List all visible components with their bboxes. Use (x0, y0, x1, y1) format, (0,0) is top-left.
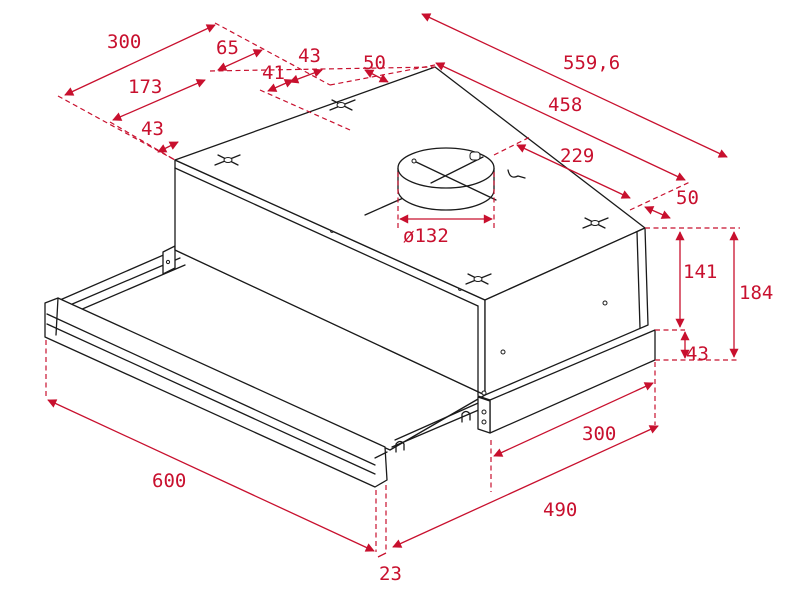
dim-label-outlet-diameter: ø132 (403, 225, 449, 247)
dim-label-50-left: 50 (363, 52, 386, 74)
dim-label-23: 23 (379, 563, 402, 585)
dimension-labels: 300 65 43 50 173 41 43 559,6 458 229 50 … (107, 31, 773, 585)
dim-label-43-lower: 43 (141, 118, 164, 140)
dim-label-173: 173 (128, 76, 162, 98)
dim-label-43-base: 43 (686, 343, 709, 365)
dim-label-141: 141 (683, 261, 717, 283)
hood-side-face (484, 227, 649, 396)
dimension-arrows (47, 13, 739, 558)
dim-label-41: 41 (262, 62, 285, 84)
dim-label-184: 184 (739, 282, 773, 304)
dim-label-559-6: 559,6 (563, 52, 620, 74)
mounting-point-icon (214, 99, 609, 285)
dim-label-65: 65 (216, 37, 239, 59)
dim-label-490: 490 (543, 499, 577, 521)
dim-label-300-top: 300 (107, 31, 141, 53)
dim-label-50-right: 50 (676, 187, 699, 209)
dim-label-43-upper: 43 (298, 45, 321, 67)
dim-label-300-side: 300 (582, 423, 616, 445)
dim-label-229: 229 (560, 145, 594, 167)
dim-label-458: 458 (548, 94, 582, 116)
dim-label-600: 600 (152, 470, 186, 492)
